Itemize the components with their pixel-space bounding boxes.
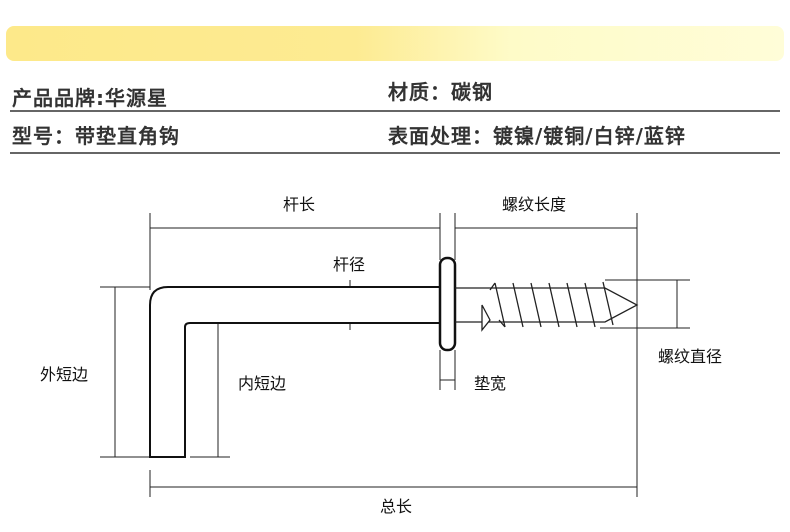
material-text: 材质：碳钢 (388, 80, 493, 104)
spec-row-2: 型号：带垫直角钩 表面处理：镀镍/镀铜/白锌/蓝锌 (10, 112, 780, 154)
label-rod-diameter: 杆径 (333, 255, 365, 274)
screw-thread (455, 281, 639, 332)
surface-text: 表面处理：镀镍/镀铜/白锌/蓝锌 (388, 124, 686, 148)
hook-body (149, 286, 440, 458)
model-text: 型号：带垫直角钩 (12, 124, 180, 148)
brand-text: 产品品牌:华源星 (12, 86, 168, 110)
label-thread-length: 螺纹长度 (502, 195, 566, 214)
label-washer-width: 垫宽 (474, 374, 506, 393)
label-inner-short-side: 内短边 (238, 374, 286, 393)
dimension-lines (100, 213, 690, 497)
label-rod-length: 杆长 (283, 195, 315, 214)
spec-row-1: 产品品牌:华源星 材质：碳钢 (10, 70, 780, 112)
header-banner (6, 26, 784, 61)
label-thread-diameter: 螺纹直径 (658, 347, 722, 366)
washer (438, 256, 457, 352)
label-total-length: 总长 (380, 497, 412, 516)
label-outer-short-side: 外短边 (40, 365, 88, 384)
